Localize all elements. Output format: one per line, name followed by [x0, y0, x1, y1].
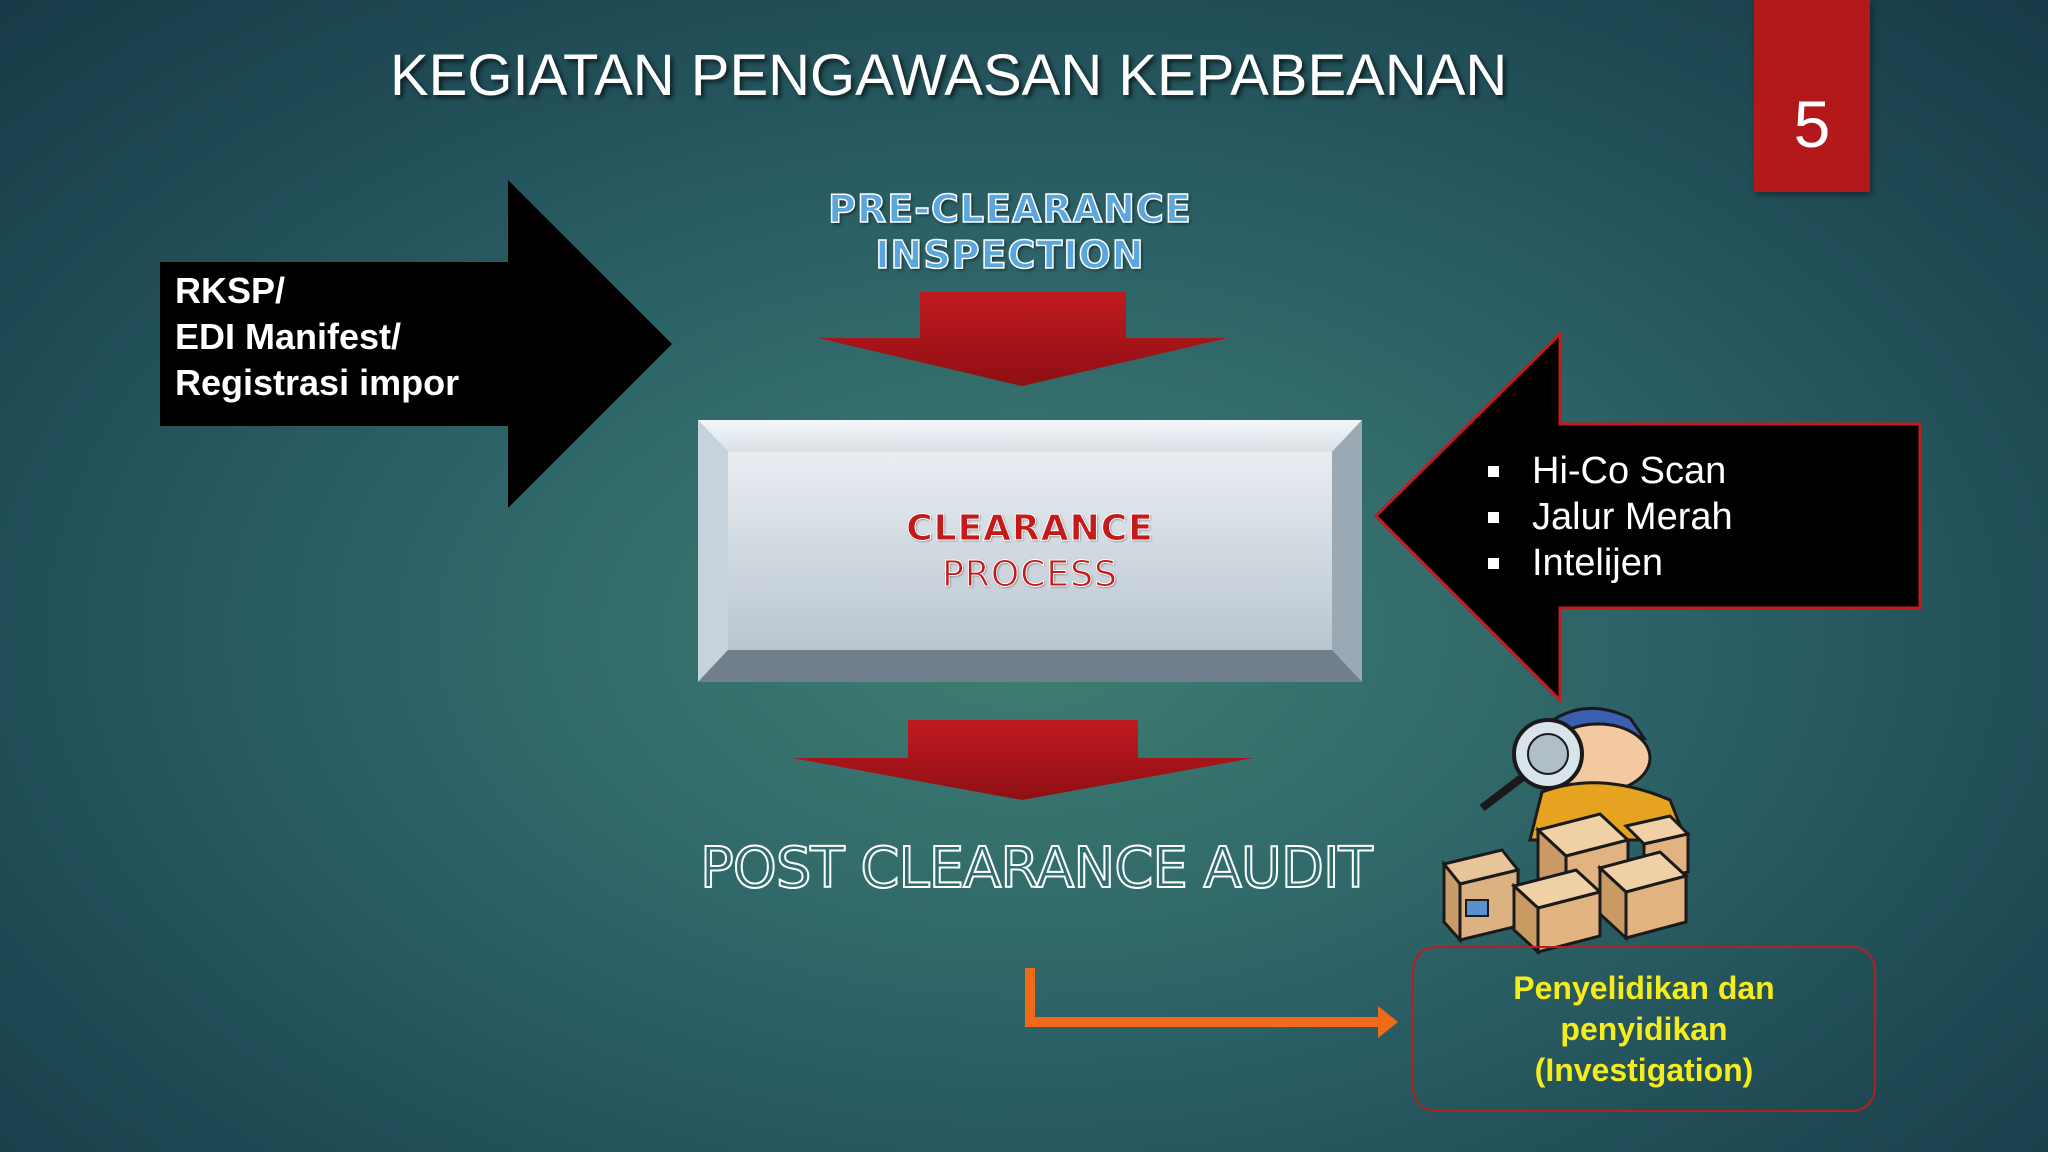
investigation-line: (Investigation) [1534, 1051, 1754, 1088]
page-number: 5 [1793, 87, 1831, 161]
investigation-line: Penyelidikan dan [1513, 969, 1775, 1006]
pre-clearance-line: INSPECTION [875, 232, 1145, 278]
pre-clearance-label: PRE-CLEARANCE INSPECTION [820, 186, 1200, 278]
investigation-line: penyidikan [1560, 1010, 1728, 1047]
right-arrow-list: Hi-Co Scan Jalur Merah Intelijen [1480, 448, 1733, 586]
clearance-process-label: CLEARANCE PROCESS [830, 506, 1230, 598]
top-red-down-arrow [818, 292, 1228, 386]
right-black-arrow [1373, 330, 1922, 704]
clearance-process-box [698, 420, 1362, 682]
clearance-line: CLEARANCE [906, 508, 1154, 550]
pre-clearance-line: PRE-CLEARANCE [827, 186, 1192, 232]
left-arrow-line: RKSP/ [175, 270, 286, 311]
slide-title: KEGIATAN PENGAWASAN KEPABEANAN [390, 43, 1508, 108]
post-clearance-audit-label: POST CLEARANCE AUDIT [699, 835, 1374, 902]
left-arrow-line: Registrasi impor [175, 362, 460, 403]
bottom-red-down-arrow [792, 720, 1254, 800]
inspector-boxes-illustration [1441, 706, 1691, 956]
left-black-arrow [160, 180, 672, 508]
left-arrow-line: EDI Manifest/ [175, 316, 402, 357]
process-line: PROCESS [942, 554, 1118, 596]
list-item: Intelijen [1480, 540, 1733, 586]
left-arrow-text: RKSP/ EDI Manifest/ Registrasi impor [175, 268, 459, 406]
list-item: Jalur Merah [1480, 494, 1733, 540]
list-item: Hi-Co Scan [1480, 448, 1733, 494]
investigation-box: Penyelidikan dan penyidikan (Investigati… [1412, 946, 1876, 1112]
page-number-badge: 5 [1754, 0, 1870, 192]
orange-elbow-arrow [1025, 968, 1398, 1038]
